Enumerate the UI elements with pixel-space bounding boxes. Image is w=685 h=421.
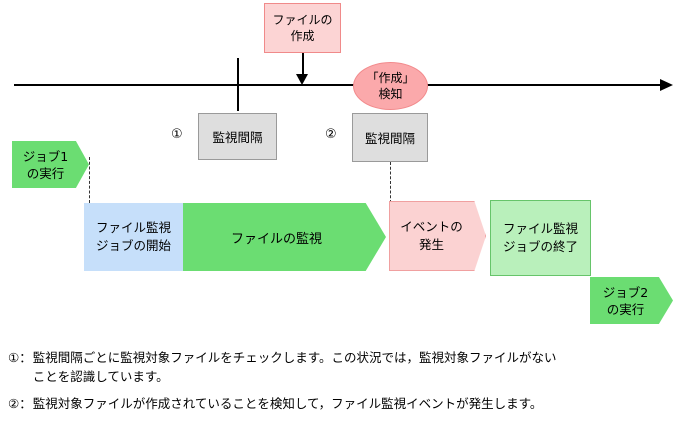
file-creation-arrow-icon bbox=[296, 74, 308, 85]
footnote-2: ②： 監視対象ファイルが作成されていることを検知して，ファイル監視イベントが発生… bbox=[8, 394, 678, 413]
footnote-1-text: 監視間隔ごとに監視対象ファイルをチェックします。この状況では，監視対象ファイルが… bbox=[33, 348, 678, 386]
job1-execution-shape: ジョブ1 の実行 bbox=[12, 141, 89, 188]
monitoring-interval-box-1: 監視間隔 bbox=[198, 113, 277, 160]
interval-marker-2: ② bbox=[325, 127, 337, 142]
file-monitor-job-end-line1: ファイル監視 bbox=[502, 221, 578, 236]
file-monitor-job-start-line2: ジョブの開始 bbox=[95, 238, 171, 253]
dashed-connector-job1 bbox=[89, 157, 90, 203]
file-creation-line1: ファイルの bbox=[272, 13, 333, 27]
file-monitoring-arrow-box: ファイルの監視 bbox=[183, 203, 386, 271]
job2-execution-shape: ジョブ2 の実行 bbox=[590, 277, 673, 324]
file-monitor-job-start-box: ファイル監視 ジョブの開始 bbox=[84, 203, 183, 271]
footnote-2-line1: 監視対象ファイルが作成されていることを検知して，ファイル監視イベントが発生します… bbox=[32, 396, 543, 411]
footnote-1-line2: ことを認識しています。 bbox=[32, 369, 169, 384]
file-monitor-job-end-line2: ジョブの終了 bbox=[502, 239, 578, 254]
footnote-2-text: 監視対象ファイルが作成されていることを検知して，ファイル監視イベントが発生します… bbox=[33, 394, 678, 413]
event-occurrence-line1: イベントの bbox=[400, 219, 463, 234]
monitoring-interval-label-2: 監視間隔 bbox=[364, 131, 415, 146]
job1-line2: の実行 bbox=[26, 165, 65, 181]
file-monitor-job-start-line1: ファイル監視 bbox=[95, 220, 171, 235]
interval-marker-1: ① bbox=[171, 127, 183, 142]
footnote-1: ①： 監視間隔ごとに監視対象ファイルをチェックします。この状況では，監視対象ファ… bbox=[8, 348, 678, 386]
footnotes: ①： 監視間隔ごとに監視対象ファイルをチェックします。この状況では，監視対象ファ… bbox=[8, 348, 678, 421]
job2-line1: ジョブ2 bbox=[602, 284, 649, 300]
file-creation-arrow-shaft bbox=[302, 53, 304, 78]
footnote-2-marker: ②： bbox=[8, 396, 32, 411]
timeline-axis bbox=[14, 84, 666, 86]
footnote-1-line1: 監視間隔ごとに監視対象ファイルをチェックします。この状況では，監視対象ファイルが… bbox=[32, 350, 557, 365]
file-monitor-job-end-box: ファイル監視 ジョブの終了 bbox=[490, 200, 591, 276]
monitoring-interval-label-1: 監視間隔 bbox=[212, 130, 263, 145]
creation-detected-line2: 検知 bbox=[378, 87, 403, 101]
creation-detected-ellipse: 「作成」 検知 bbox=[353, 62, 428, 110]
timeline-tick-mark bbox=[237, 58, 239, 111]
monitoring-interval-box-2: 監視間隔 bbox=[352, 113, 428, 162]
timeline-arrow-icon bbox=[660, 79, 673, 91]
event-occurrence-box: イベントの 発生 bbox=[389, 201, 486, 271]
file-monitoring-label: ファイルの監視 bbox=[230, 231, 322, 247]
job2-line2: の実行 bbox=[606, 301, 645, 317]
file-creation-box: ファイルの 作成 bbox=[264, 3, 341, 53]
file-creation-line2: 作成 bbox=[290, 29, 315, 43]
dashed-connector-interval2 bbox=[390, 162, 391, 203]
creation-detected-line1: 「作成」 bbox=[366, 71, 415, 85]
event-occurrence-line2: 発生 bbox=[418, 237, 444, 252]
job1-line1: ジョブ1 bbox=[22, 148, 69, 164]
footnote-1-marker: ①： bbox=[8, 350, 32, 365]
diagram-canvas: ファイルの 作成 「作成」 検知 ① 監視間隔 ② 監視間隔 ジョブ1 の実行 … bbox=[8, 3, 673, 411]
